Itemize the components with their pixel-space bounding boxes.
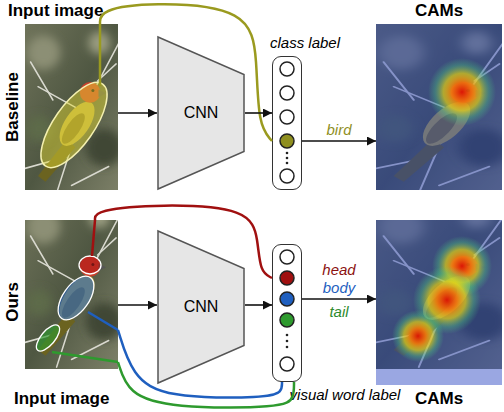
bird-region <box>29 73 119 178</box>
flow-arrow <box>302 298 376 300</box>
label-link <box>118 362 294 408</box>
edge-label: bird <box>326 122 351 137</box>
edge-label: body <box>323 280 356 295</box>
cam-photo <box>376 220 502 385</box>
flow-arrow <box>118 304 157 306</box>
input-image: Input image <box>25 220 118 385</box>
label-vector: visual word label <box>272 244 302 382</box>
node-heading: class label <box>270 35 340 50</box>
node-heading: Input image <box>14 390 109 407</box>
node-heading: Input image <box>8 2 103 19</box>
vector-cells <box>280 62 294 371</box>
input-image: Input image <box>25 24 118 190</box>
word-label: tail <box>329 304 348 319</box>
block-name: CNN <box>184 299 219 315</box>
cam-photo <box>376 24 502 190</box>
leader-line <box>52 352 118 362</box>
cnn-trapezoid <box>158 37 244 189</box>
row-label: Ours <box>4 282 21 322</box>
block-name: CNN <box>184 105 219 121</box>
node-heading: visual word label <box>290 387 401 402</box>
word-label: head <box>322 262 355 277</box>
leader-line <box>99 24 102 86</box>
node-heading: CAMs <box>415 2 463 19</box>
node-heading: CAMs <box>415 390 463 407</box>
leader-line <box>92 220 95 256</box>
cam-image: CAMs <box>376 24 502 190</box>
flow-arrow <box>245 304 272 306</box>
tail-region <box>32 321 63 355</box>
cnn-trapezoid <box>158 231 244 383</box>
bird-photo <box>25 24 118 190</box>
label-vector: class label <box>272 56 302 190</box>
flow-arrow <box>245 112 272 114</box>
ellipsis-dots <box>286 152 289 349</box>
row-label: Baseline <box>4 72 21 142</box>
leader-line <box>88 312 118 330</box>
bird-photo <box>25 220 118 369</box>
flow-arrow <box>302 140 376 142</box>
head-region <box>79 256 101 274</box>
cnn-block: CNN <box>157 230 245 384</box>
cam-image: CAMs <box>376 220 502 385</box>
body-region <box>51 270 101 326</box>
flow-arrow <box>118 112 157 114</box>
cnn-block: CNN <box>157 36 245 190</box>
